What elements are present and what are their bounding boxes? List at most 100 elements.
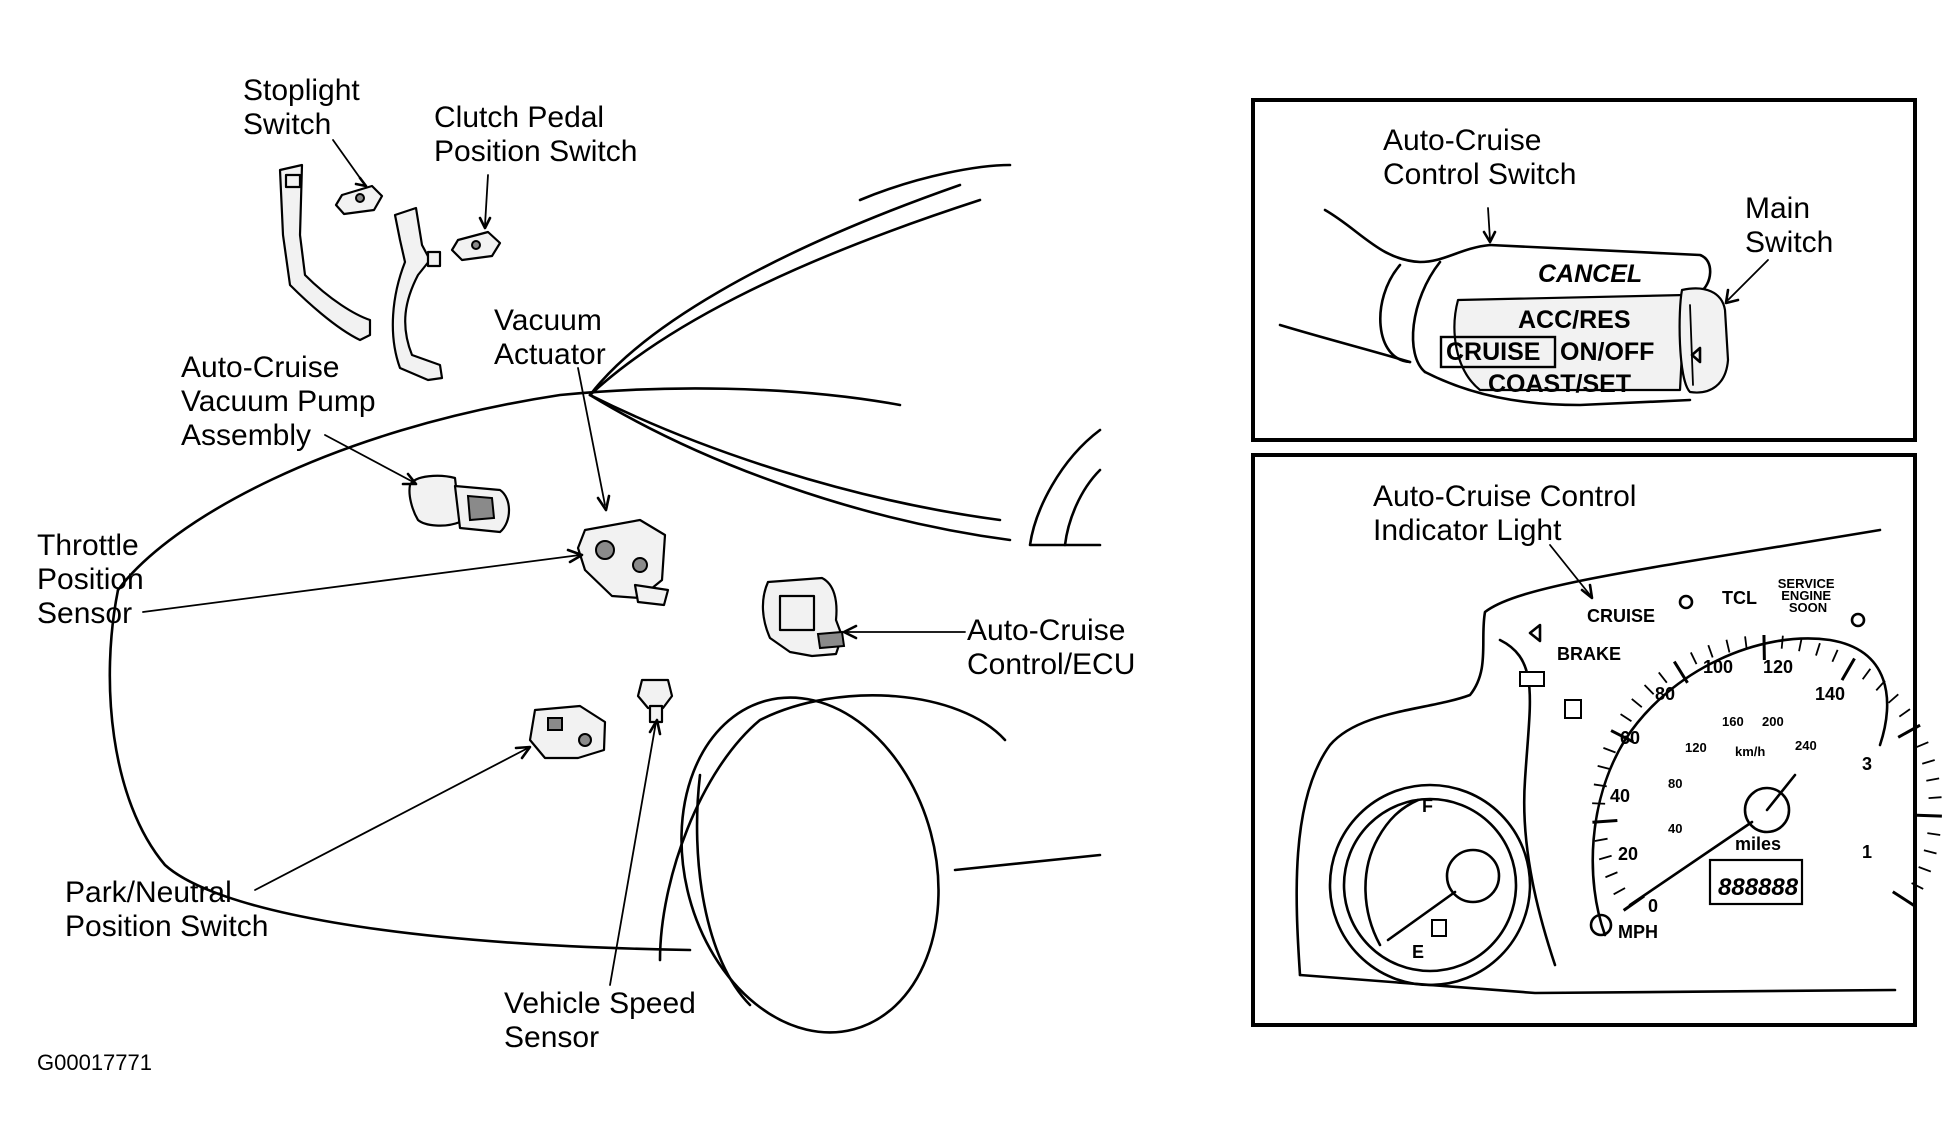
mph-tick: 60 <box>1620 728 1640 748</box>
speedometer-tick-mark <box>1672 660 1689 684</box>
speedometer-tick-mark <box>1690 652 1698 665</box>
speedometer-tick-mark <box>1593 783 1607 788</box>
mph-tick: 80 <box>1655 684 1675 704</box>
speedometer-tick-mark <box>1918 866 1932 873</box>
mph-tick: 100 <box>1703 657 1733 677</box>
kmh-tick: 200 <box>1762 714 1784 729</box>
label-vehicle-speed-sensor: Vehicle Speed Sensor <box>504 987 704 1054</box>
cluster-cruise-indicator: CRUISE <box>1587 606 1655 626</box>
mph-tick: 140 <box>1815 684 1845 704</box>
cluster-miles-unit: miles <box>1735 834 1781 854</box>
label-vacuum-actuator: Vacuum Actuator <box>494 304 610 371</box>
label-clutch-pedal-position-switch: Clutch Pedal Position Switch <box>434 101 637 168</box>
label-stoplight-switch: Stoplight Switch <box>243 74 368 141</box>
mph-scale: 0 20 40 60 80 100 120 140 <box>1610 657 1845 916</box>
kmh-scale: 40 80 120 160 200 240 <box>1668 714 1817 836</box>
car-body-outline <box>108 163 1102 962</box>
label-vacuum-pump-assembly: Auto-Cruise Vacuum Pump Assembly <box>181 351 384 452</box>
mph-tick: 0 <box>1648 896 1658 916</box>
speedometer-tick-mark <box>1631 698 1643 708</box>
speedometer-tick-mark <box>1597 765 1611 771</box>
speedometer-tick-mark <box>1780 635 1784 649</box>
speedometer-tick-mark <box>1598 854 1612 861</box>
speedometer-tick-mark <box>1620 713 1632 723</box>
speedometer-tick-mark <box>1658 671 1668 684</box>
vacuum-actuator-icon <box>576 518 670 607</box>
brake-pedal-icon <box>278 163 372 342</box>
speedometer-tick-mark <box>1798 638 1803 652</box>
speedometer-tick-mark <box>1891 890 1915 907</box>
speedometer-tick-mark <box>1643 684 1655 695</box>
speedometer-tick-mark <box>1897 723 1921 739</box>
speedometer-tick-mark <box>1927 832 1941 836</box>
mph-tick: 120 <box>1763 657 1793 677</box>
tach-tick: 3 <box>1862 754 1872 774</box>
clutch-pedal-icon <box>391 206 444 382</box>
clutch-switch-icon <box>450 230 502 262</box>
vacuum-pump-icon <box>408 474 511 534</box>
speedometer-tick-mark <box>1725 639 1731 653</box>
kmh-tick: 80 <box>1668 776 1682 791</box>
cluster-mph-unit: MPH <box>1618 922 1658 942</box>
speed-sensor-icon <box>636 678 674 724</box>
speedometer-tick-mark <box>1875 680 1886 691</box>
figure-code: G00017771 <box>37 1050 152 1075</box>
speedometer-tick-mark <box>1831 649 1839 663</box>
speedometer-tick-mark <box>1815 642 1821 656</box>
switch-coast-set-label: COAST/SET <box>1488 370 1631 398</box>
speedometer-tick-mark <box>1622 894 1645 912</box>
tach-tick: 1 <box>1862 842 1872 862</box>
fuel-empty-mark: E <box>1412 942 1424 962</box>
speedometer-tick-mark <box>1926 777 1940 782</box>
mph-tick: 40 <box>1610 786 1630 806</box>
cluster-brake-indicator: BRAKE <box>1557 644 1621 664</box>
speedometer-ticks <box>1592 635 1942 912</box>
speedometer-tick-mark <box>1921 759 1935 765</box>
label-throttle-position-sensor: Throttle Position Sensor <box>37 529 152 630</box>
label-park-neutral-position-switch: Park/Neutral Position Switch <box>65 876 268 943</box>
kmh-tick: 120 <box>1685 740 1707 755</box>
mph-tick: 20 <box>1618 844 1638 864</box>
kmh-tick: 40 <box>1668 821 1682 836</box>
cluster-odometer: 888888 <box>1718 874 1799 901</box>
kmh-tick: 160 <box>1722 714 1744 729</box>
speedometer-tick-mark <box>1928 796 1942 800</box>
cluster-kmh-unit: km/h <box>1735 744 1765 759</box>
kmh-tick: 240 <box>1795 738 1817 753</box>
switch-acc-res-label: ACC/RES <box>1518 306 1631 334</box>
cluster-tcl-indicator: TCL <box>1722 588 1757 608</box>
speedometer-tick-mark <box>1916 813 1942 818</box>
speedometer-tick-mark <box>1610 729 1635 744</box>
front-wheel <box>680 696 940 1034</box>
switch-cruise-label: CRUISE <box>1446 338 1540 366</box>
speedometer-tick-mark <box>1887 693 1899 704</box>
speedometer-tick-mark <box>1911 882 1924 890</box>
speedometer-tick-mark <box>1898 708 1911 718</box>
label-control-ecu: Auto-Cruise Control/ECU <box>967 614 1135 681</box>
switch-cancel-label: CANCEL <box>1538 260 1642 288</box>
fuel-full-mark: F <box>1422 796 1433 816</box>
speedometer-tick-mark <box>1592 818 1618 824</box>
speedometer-tick-mark <box>1603 747 1616 754</box>
leader-lines <box>142 139 966 986</box>
instrument-cluster-panel <box>1251 453 1917 1027</box>
switch-on-off-label: ON/OFF <box>1560 338 1654 366</box>
label-control-switch: Auto-Cruise Control Switch <box>1383 124 1576 191</box>
speedometer-tick-mark <box>1923 849 1937 855</box>
speedometer-tick-mark <box>1915 741 1929 749</box>
cluster-service-engine-soon: SERVICE ENGINE SOON <box>1778 576 1838 615</box>
park-neutral-switch-icon <box>528 704 607 760</box>
speedometer-tick-mark <box>1744 636 1748 650</box>
control-switch-panel <box>1251 98 1917 442</box>
speedometer-tick-mark <box>1605 871 1618 879</box>
control-ecu-icon <box>761 576 846 658</box>
cruise-box <box>1439 335 1557 369</box>
label-main-switch: Main Switch <box>1745 192 1833 259</box>
speedometer-tick-mark <box>1861 668 1872 680</box>
stoplight-switch-icon <box>334 184 384 216</box>
speedometer-tick-mark <box>1594 837 1608 842</box>
label-indicator-light: Auto-Cruise Control Indicator Light <box>1373 480 1645 547</box>
speedometer-tick-mark <box>1840 657 1856 681</box>
speedometer-tick-mark <box>1613 887 1626 896</box>
